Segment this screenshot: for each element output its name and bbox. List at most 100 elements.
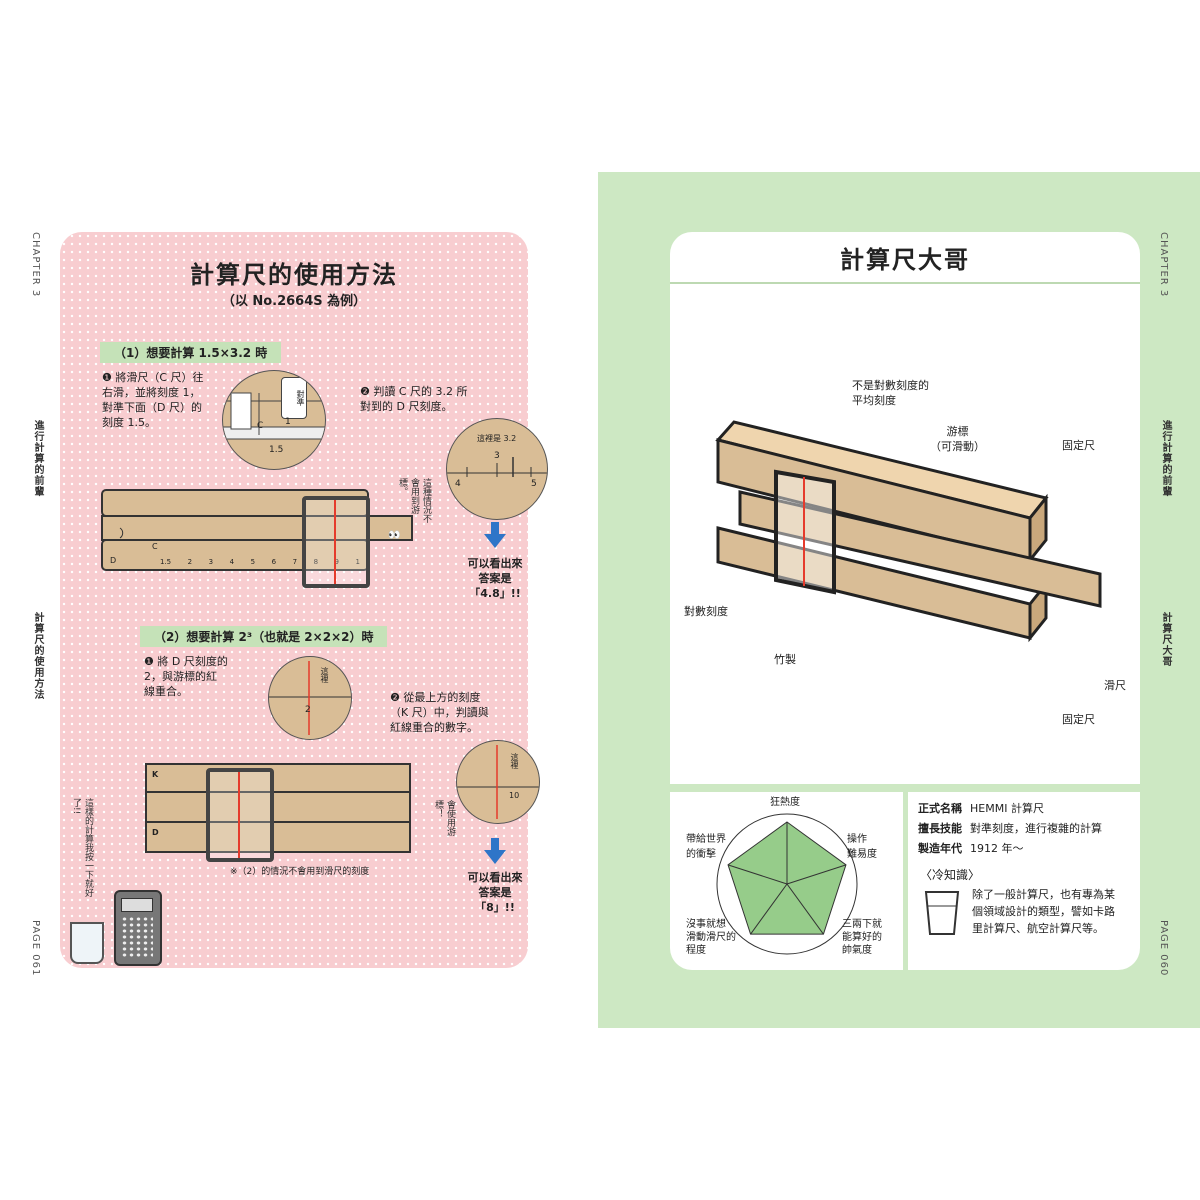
example2-zoom1-note: 這裡 bbox=[320, 667, 329, 683]
info-name-value: HEMMI 計算尺 bbox=[970, 802, 1044, 815]
right-page-title: 計算尺大哥 bbox=[840, 246, 970, 274]
tick-label: 2 bbox=[187, 558, 193, 566]
tick-label: 8 bbox=[313, 558, 319, 566]
example1-zoom-3: 3 bbox=[494, 451, 500, 461]
annotation-fixed-top: 固定尺 bbox=[1062, 439, 1095, 452]
radar-svg bbox=[716, 813, 858, 955]
left-side-chapter: CHAPTER 3 bbox=[30, 232, 41, 298]
beaker-icon bbox=[918, 884, 966, 940]
slide-face-icon: 👀 bbox=[388, 530, 401, 541]
example1-ruler-ticks: 1.5 2 3 4 5 6 7 8 9 1 bbox=[160, 558, 360, 566]
calculator-speech: 這樣的計算我按一下就好了!! bbox=[71, 798, 93, 897]
radar-axis-line bbox=[786, 883, 824, 935]
left-page-number: PAGE 061 bbox=[30, 920, 41, 977]
example1-label: （1）想要計算 1.5×3.2 時 bbox=[100, 342, 282, 363]
slide-rule-svg bbox=[715, 420, 1102, 643]
right-side-topic: 計算尺大哥 bbox=[1160, 612, 1171, 667]
radar-axis-label: 操作 難易度 bbox=[847, 834, 877, 860]
arrow-down-icon bbox=[484, 522, 506, 548]
example1-zoom2-svg bbox=[447, 457, 547, 477]
example2-ruler: K D bbox=[144, 762, 414, 854]
tick-label: 7 bbox=[292, 558, 298, 566]
info-name-row: 正式名稱 HEMMI 計算尺 bbox=[918, 800, 1044, 816]
example2-zoom2-10: 10 bbox=[509, 791, 520, 800]
example2-zoom2-note: 這裡 bbox=[510, 753, 519, 769]
beaker-icon bbox=[70, 922, 104, 964]
example1-zoom-circle: 對準 C 1 1.5 bbox=[222, 370, 326, 470]
right-title-divider bbox=[670, 282, 1140, 284]
example2-zoom1-svg bbox=[269, 661, 351, 735]
example2-side-note: 會使用游標！ bbox=[433, 800, 455, 836]
example1-side-note: 這種情況不會用到游標。 bbox=[397, 478, 431, 523]
radar-axis-line bbox=[727, 864, 788, 885]
example2-answer: 可以看出來 答案是 「8」!! bbox=[467, 871, 523, 914]
example1-answer: 可以看出來 答案是 「4.8」!! bbox=[467, 557, 523, 600]
tick-label: 5 bbox=[250, 558, 256, 566]
right-side-section: 進行計算的前輩 bbox=[1160, 420, 1171, 497]
annotation-fixed-bottom: 固定尺 bbox=[1062, 713, 1095, 726]
example1-circle-15: 1.5 bbox=[269, 445, 284, 455]
info-skill-value: 對準刻度，進行複雜的計算 bbox=[970, 822, 1102, 835]
example1-ruler-c: C bbox=[152, 542, 158, 551]
example1-zoom-svg bbox=[223, 392, 325, 440]
tick-label: 4 bbox=[229, 558, 235, 566]
example2-label: （2）想要計算 2³（也就是 2×2×2）時 bbox=[140, 626, 388, 647]
radar-axis-label: 沒事就想 滑動滑尺的 程度 bbox=[686, 919, 736, 956]
example2-ruler-svg bbox=[145, 763, 411, 853]
tick-label: 1 bbox=[355, 558, 360, 566]
info-skill-label: 擅長技能 bbox=[918, 822, 962, 835]
info-year-row: 製造年代 1912 年～ bbox=[918, 840, 1024, 856]
trivia-title: 〈冷知識〉 bbox=[920, 868, 981, 882]
example2-footnote: ※（2）的情況不會用到滑尺的刻度 bbox=[230, 867, 370, 877]
example1-circle-c: C bbox=[257, 421, 264, 431]
calculator-icon bbox=[114, 890, 162, 966]
example2-red-line bbox=[238, 772, 240, 858]
example2-cursor-window bbox=[206, 768, 274, 862]
radar-axis-line bbox=[786, 864, 847, 885]
annotation-cursor: 游標 （可滑動） bbox=[930, 425, 985, 453]
annotation-log-scale: 對數刻度 bbox=[684, 605, 728, 618]
info-name-label: 正式名稱 bbox=[918, 802, 962, 815]
annotation-bamboo: 竹製 bbox=[774, 653, 796, 666]
radar-axis-label: 帶給世界 的衝擊 bbox=[686, 834, 726, 860]
example1-zoom-4: 4 bbox=[455, 479, 461, 489]
tick-label: 9 bbox=[334, 558, 340, 566]
right-column-divider bbox=[903, 792, 908, 970]
right-page-number: PAGE 060 bbox=[1158, 920, 1169, 977]
example1-step2: ❷ 判讀 C 尺的 3.2 所 對到的 D 尺刻度。 bbox=[360, 385, 468, 413]
left-side-topic: 計算尺的使用方法 bbox=[32, 612, 43, 700]
right-side-chapter: CHAPTER 3 bbox=[1158, 232, 1169, 298]
tick-label: 3 bbox=[208, 558, 214, 566]
example1-red-line bbox=[334, 500, 336, 584]
example1-zoom-circle-2: 這裡是 3.2 3 4 5 bbox=[446, 418, 548, 520]
example1-speech-bubble: 對準 bbox=[281, 377, 307, 419]
example2-step1: ❶ 將 D 尺刻度的 2，與游標的紅 線重合。 bbox=[144, 655, 228, 698]
example1-cursor-window bbox=[302, 496, 370, 588]
info-year-value: 1912 年～ bbox=[970, 842, 1024, 855]
example1-step1: ❶ 將滑尺（C 尺）往 右滑，並將刻度 1， 對準下面（D 尺）的 刻度 1.5… bbox=[102, 371, 204, 429]
left-side-section: 進行計算的前輩 bbox=[32, 420, 43, 497]
example2-zoom-circle-2: 這裡 10 bbox=[456, 740, 540, 824]
example2-zoom2-svg bbox=[457, 745, 539, 819]
example1-zoom-5: 5 bbox=[531, 479, 537, 489]
tick-label: 1.5 bbox=[160, 558, 172, 566]
tick-label: 6 bbox=[271, 558, 277, 566]
example2-step2: ❷ 從最上方的刻度 （K 尺）中，判讀與 紅線重合的數字。 bbox=[390, 691, 489, 734]
radar-axis-line bbox=[750, 883, 788, 935]
example2-ruler-k: K bbox=[152, 770, 159, 779]
slide-rule-illustration bbox=[700, 420, 1110, 660]
example1-zoom-note: 這裡是 3.2 bbox=[477, 434, 517, 443]
annotation-non-linear: 不是對數刻度的 平均刻度 bbox=[852, 379, 929, 407]
left-page-subtitle: （以 No.2664S 為例） bbox=[221, 294, 367, 309]
example1-circle-1: 1 bbox=[285, 417, 291, 427]
example1-ruler-d: D bbox=[110, 556, 117, 565]
example2-zoom-circle-1: 這裡 2 bbox=[268, 656, 352, 740]
example1-ruler-svg bbox=[101, 489, 413, 571]
arrow-down-icon bbox=[484, 838, 506, 864]
info-year-label: 製造年代 bbox=[918, 842, 962, 855]
left-page-title: 計算尺的使用方法 bbox=[190, 261, 398, 289]
radar-axis-label: 三兩下就 能算好的 帥氣度 bbox=[842, 919, 882, 956]
radar-axis-label: 狂熱度 bbox=[770, 797, 800, 808]
radar-outer-circle bbox=[716, 813, 858, 955]
radar-chart: 狂熱度 操作 難易度 三兩下就 能算好的 帥氣度 沒事就想 滑動滑尺的 程度 帶… bbox=[672, 792, 903, 970]
